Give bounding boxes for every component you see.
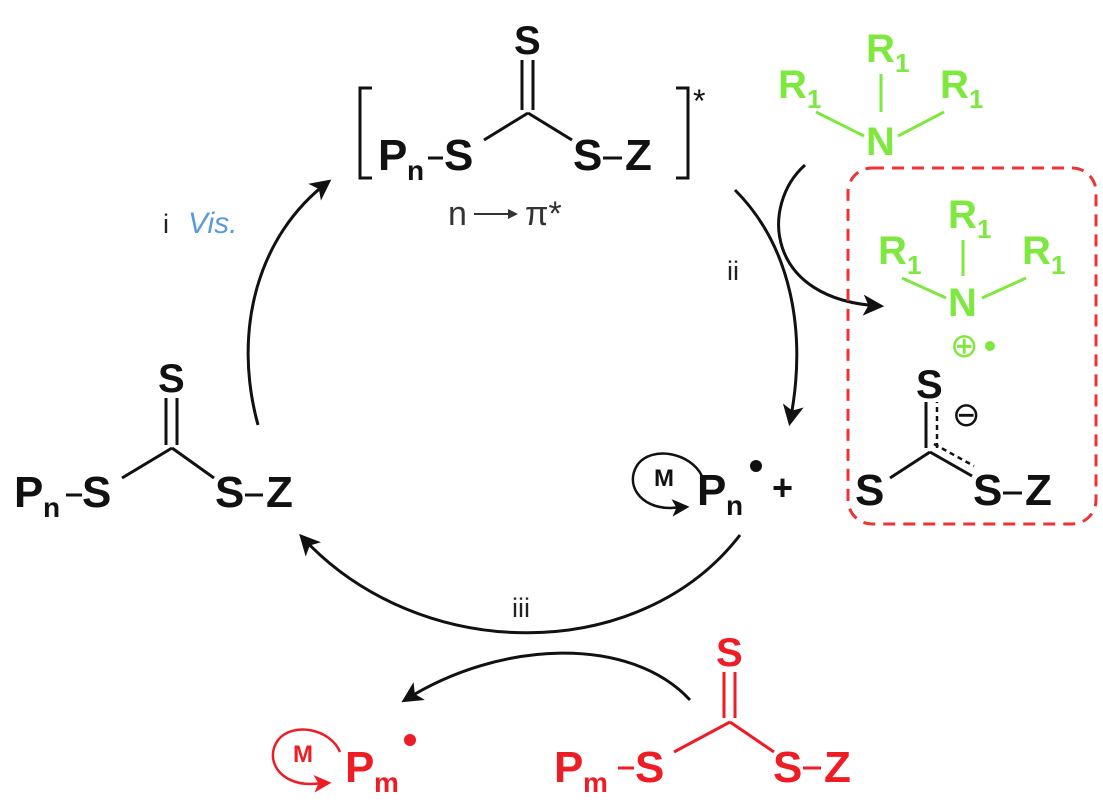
cation-r-top-sub: 1 (977, 214, 991, 244)
tertiary-amine: R 1 R 1 R 1 N (778, 27, 983, 164)
cation-r-right-sub: 1 (1051, 250, 1065, 280)
arrow-amine-oxidation (777, 163, 885, 316)
bond (897, 110, 945, 138)
plus-sign: + (772, 467, 793, 508)
raft-agent-red: P m S S S Z (554, 631, 851, 798)
radical-dot (750, 460, 762, 472)
transition-pi: π* (525, 195, 562, 233)
red-monomer-loop-arrow (271, 728, 342, 793)
step-ii-label: ii (727, 256, 739, 286)
amine-r-top-sub: 1 (895, 48, 909, 78)
step-i-label: i (163, 209, 169, 239)
cation-r-right: R (1022, 229, 1051, 273)
anion-s-top: S (916, 363, 943, 407)
bond (729, 720, 775, 754)
amine-r-left: R (778, 63, 807, 107)
trithiocarbonate-anion: S S ⊖ S Z (855, 363, 1052, 515)
bond (121, 446, 173, 480)
cation-radical-dot (985, 341, 995, 351)
red-z: Z (824, 743, 851, 792)
radical-p-sub: n (726, 490, 743, 521)
excited-raft-agent: P n S S S Z * n π* (358, 19, 705, 233)
amine-n: N (866, 120, 895, 164)
excited-p-sub: n (407, 155, 424, 186)
red-radical-p: P (345, 743, 374, 792)
red-p-sub: m (583, 767, 608, 798)
amine-r-right-sub: 1 (969, 84, 983, 114)
anion-z: Z (1025, 466, 1052, 515)
cation-r-left-sub: 1 (907, 250, 921, 280)
cation-r-left: R (878, 229, 907, 273)
red-s-top: S (716, 631, 743, 675)
delocalized-bond (933, 442, 975, 468)
arrow-step-ii (733, 188, 804, 427)
red-radical-m: M (293, 741, 313, 768)
cation-charge: ⊕ (950, 327, 979, 365)
anion-charge: ⊖ (952, 396, 981, 434)
bond (527, 111, 573, 142)
bond (483, 111, 529, 142)
red-s-right: S (773, 743, 802, 792)
raft-agent-left: P n S S S Z (14, 357, 293, 523)
cation-n: N (948, 281, 977, 325)
left-bracket (358, 86, 372, 180)
left-s-top: S (158, 357, 185, 401)
excited-s-left: S (444, 131, 473, 180)
radical-red: M P m (271, 728, 416, 798)
bond (981, 276, 1027, 300)
amine-radical-cation: R 1 R 1 R 1 N ⊕ (878, 193, 1065, 365)
excited-p: P (378, 131, 407, 180)
anion-s-left: S (855, 466, 884, 515)
amine-r-right: R (940, 63, 969, 107)
bond (673, 720, 731, 754)
red-radical-p-sub: m (374, 767, 399, 798)
right-bracket (676, 86, 690, 180)
bond (815, 110, 865, 138)
amine-r-left-sub: 1 (807, 84, 821, 114)
ion-pair-box (846, 166, 1098, 526)
left-s-left: S (82, 468, 111, 517)
arrow-step-iii (299, 533, 742, 635)
transition-n: n (448, 195, 467, 233)
bond (929, 450, 973, 478)
left-s-right: S (215, 468, 244, 517)
red-p: P (554, 743, 583, 792)
step-iii-label: iii (512, 593, 530, 623)
amine-r-top: R (866, 27, 895, 71)
bond (901, 276, 947, 300)
excited-s-right: S (573, 131, 602, 180)
radical-m: M (654, 465, 674, 492)
excited-star: * (693, 83, 705, 119)
left-p-sub: n (43, 492, 60, 523)
excited-s-top: S (514, 19, 541, 63)
arrow-step-i (246, 179, 332, 426)
anion-s-right: S (973, 466, 1002, 515)
bond (889, 450, 931, 480)
propagating-radical: M P n + (631, 452, 793, 521)
radical-p: P (697, 466, 726, 515)
bond (171, 446, 215, 480)
red-radical-dot (404, 734, 416, 746)
red-s-left: S (635, 743, 664, 792)
left-z: Z (266, 468, 293, 517)
step-i-vis-label: Vis. (188, 207, 237, 240)
monomer-loop-arrow (631, 452, 704, 517)
cation-r-top: R (948, 193, 977, 237)
arrow-chain-transfer (401, 651, 692, 703)
left-p: P (14, 468, 43, 517)
excited-z: Z (625, 131, 652, 180)
